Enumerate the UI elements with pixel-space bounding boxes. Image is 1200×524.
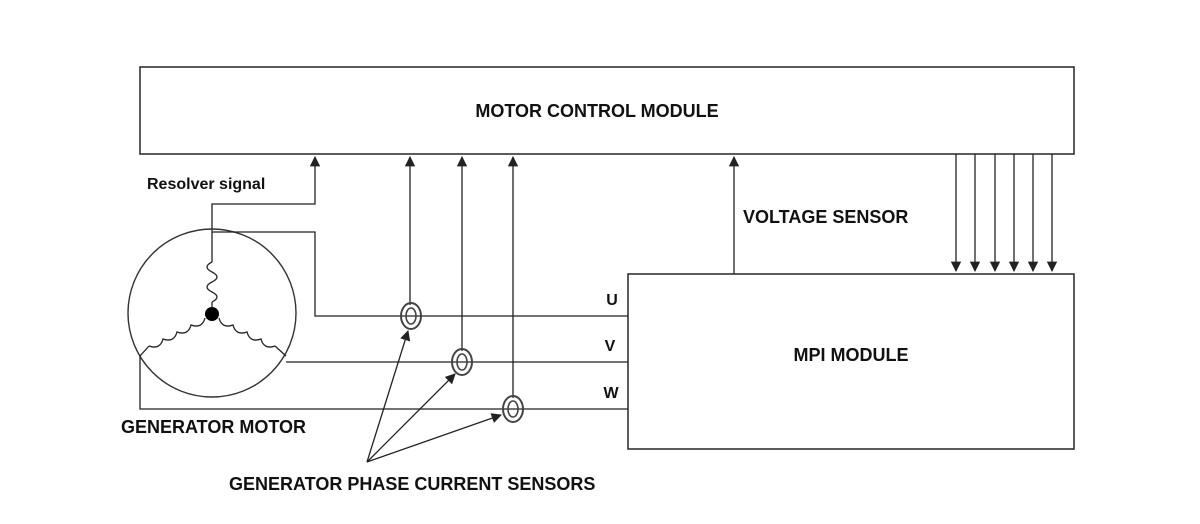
winding-right-lead — [274, 345, 287, 357]
generator-motor-circle — [127, 228, 297, 398]
pointer-sensor-u — [366, 330, 411, 463]
resolver-signal-wire — [211, 155, 321, 252]
mpi-module-box — [627, 273, 1075, 450]
motor-control-module-label: MOTOR CONTROL MODULE — [475, 101, 718, 121]
winding-left-coil — [148, 317, 206, 348]
winding-right-coil — [218, 317, 276, 348]
mpi-module-label: MPI MODULE — [794, 345, 909, 365]
phase-w-label: W — [603, 385, 619, 402]
phase-w-wire — [139, 356, 628, 410]
current-sensor-u — [400, 302, 422, 330]
voltage-sensor-label: VOLTAGE SENSOR — [743, 207, 908, 227]
winding-top-coil — [206, 261, 218, 303]
generator-motor-label: GENERATOR MOTOR — [121, 417, 306, 437]
pointer-sensor-v — [366, 373, 456, 463]
phase-u-wire — [212, 231, 628, 317]
motor-control-module-box — [139, 66, 1075, 155]
phase-v-label: V — [605, 338, 616, 355]
winding-left-lead — [139, 345, 150, 357]
control-signal-lines — [950, 154, 1058, 273]
neutral-point — [205, 307, 219, 321]
pointer-sensor-w — [366, 413, 502, 463]
current-sensor-v — [451, 348, 473, 376]
resolver-signal-label: Resolver signal — [147, 176, 265, 193]
phase-u-label: U — [606, 292, 618, 309]
phase-current-sensors-label: GENERATOR PHASE CURRENT SENSORS — [229, 474, 595, 494]
current-sensor-w — [502, 395, 524, 423]
